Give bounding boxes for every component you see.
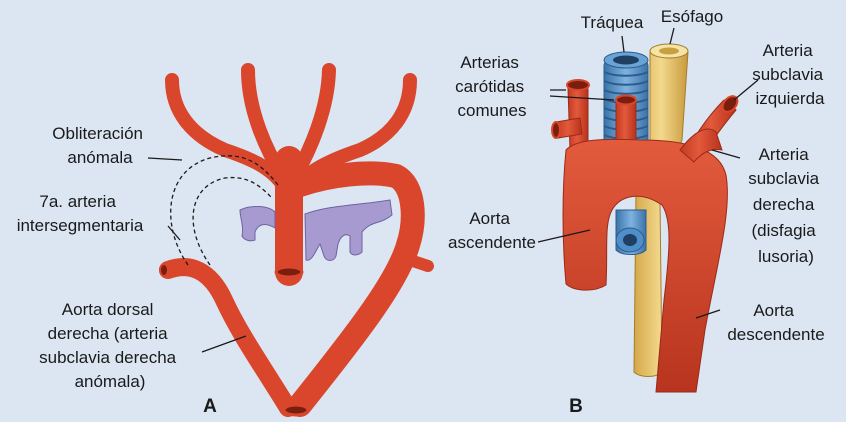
- label-traquea: Tráquea: [581, 13, 644, 32]
- label-obliteracion: Obliteración anómala: [52, 124, 147, 167]
- panel-letter-b: B: [569, 396, 583, 417]
- label-aorta-dorsal: Aorta dorsal derecha (arteria subclavia …: [39, 300, 181, 391]
- label-septima-arteria: 7a. arteria intersegmentaria: [17, 192, 144, 235]
- panel-a-diagram: Obliteración anómala 7a. arteria interse…: [17, 70, 428, 417]
- panel-b-diagram: Tráquea Esófago Arterias carótidas comun…: [448, 7, 828, 417]
- label-aorta-ascendente: Aorta ascendente: [448, 209, 536, 252]
- label-esofago: Esófago: [661, 7, 723, 26]
- label-carotidas: Arterias carótidas comunes: [455, 53, 529, 120]
- label-subclavia-derecha: Arteria subclavia derecha (disfagia luso…: [748, 145, 824, 266]
- label-aorta-descendente: Aorta descendente: [727, 301, 824, 344]
- panel-letter-a: A: [203, 396, 217, 417]
- label-subclavia-izquierda: Arteria subclavia izquierda: [752, 41, 828, 108]
